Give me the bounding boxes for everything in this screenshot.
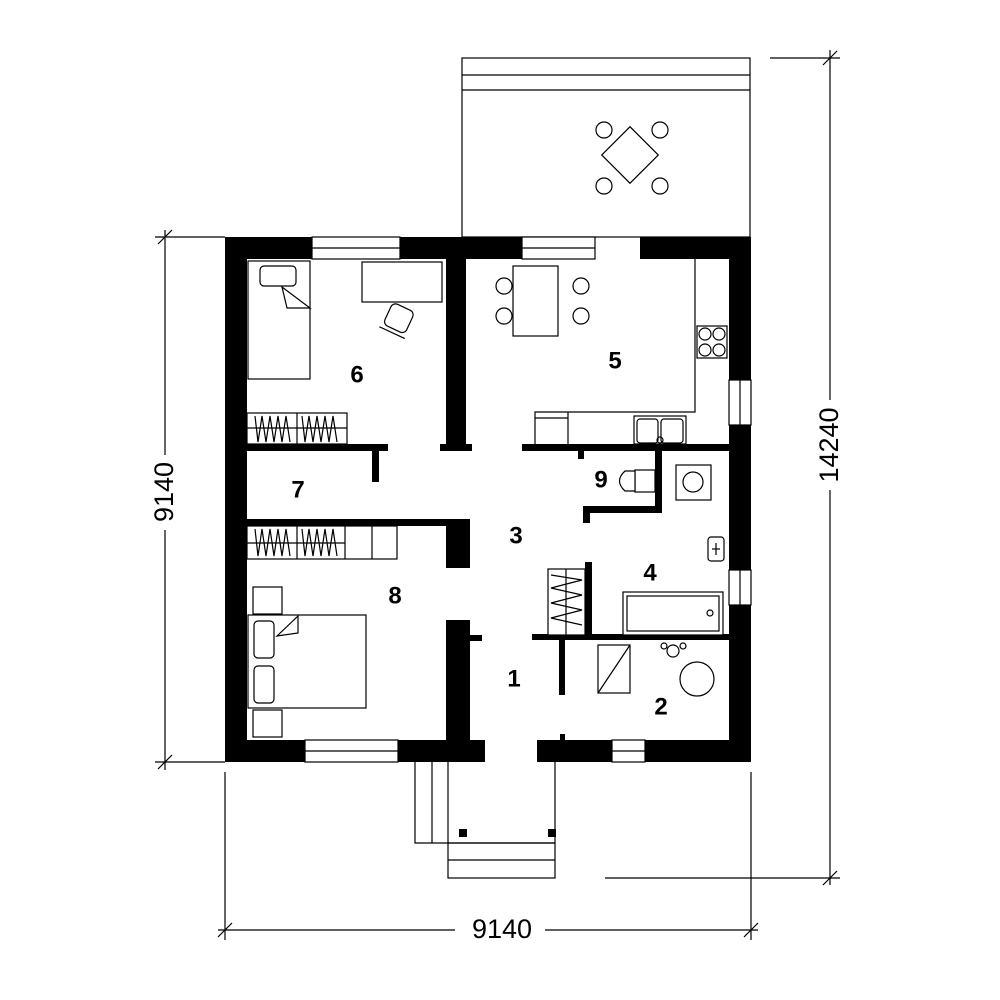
dining-chairs bbox=[495, 277, 590, 325]
boiler bbox=[597, 644, 631, 694]
terrace-chairs bbox=[595, 121, 669, 195]
washbasin bbox=[707, 536, 725, 562]
double-bed bbox=[247, 614, 367, 709]
room-number-3: 3 bbox=[509, 522, 522, 549]
wardrobe-room-6 bbox=[246, 412, 348, 445]
dimension-height-label: 9140 bbox=[149, 462, 179, 522]
porch bbox=[414, 762, 556, 879]
nightstand bbox=[252, 586, 283, 615]
stove bbox=[696, 325, 728, 359]
room-number-6: 6 bbox=[350, 361, 363, 388]
interior-walls bbox=[247, 259, 729, 740]
kitchen-counter bbox=[534, 259, 696, 444]
dining-table bbox=[512, 265, 559, 337]
room-number-7: 7 bbox=[291, 476, 304, 503]
bathtub bbox=[622, 591, 724, 636]
dimension-depth-label: 14240 bbox=[814, 407, 844, 482]
porch-post bbox=[459, 829, 467, 837]
porch-post bbox=[548, 829, 556, 837]
room-number-4: 4 bbox=[643, 559, 657, 586]
toilet bbox=[618, 469, 656, 493]
dimension-left: 9140 bbox=[149, 229, 225, 770]
kitchen-sink bbox=[633, 415, 687, 445]
desk bbox=[361, 261, 443, 303]
dimension-right: 14240 bbox=[605, 50, 845, 886]
room-number-5: 5 bbox=[608, 347, 621, 374]
office-chair bbox=[379, 303, 414, 340]
room-number-2: 2 bbox=[654, 693, 667, 720]
room-number-1: 1 bbox=[507, 665, 520, 692]
room-number-9: 9 bbox=[594, 466, 607, 493]
dimension-bottom: 9140 bbox=[217, 772, 759, 945]
nightstand bbox=[252, 709, 283, 738]
outer-walls bbox=[225, 237, 751, 762]
wardrobe-room-8 bbox=[246, 525, 398, 560]
room-number-8: 8 bbox=[388, 582, 401, 609]
hall-wardrobe bbox=[547, 568, 586, 636]
windows bbox=[304, 236, 752, 763]
single-bed bbox=[247, 260, 312, 380]
dimension-width-label: 9140 bbox=[472, 914, 532, 944]
washing-machine bbox=[675, 464, 712, 501]
terrace bbox=[461, 57, 751, 238]
terrace-table bbox=[600, 125, 660, 185]
water-heater bbox=[660, 642, 715, 697]
